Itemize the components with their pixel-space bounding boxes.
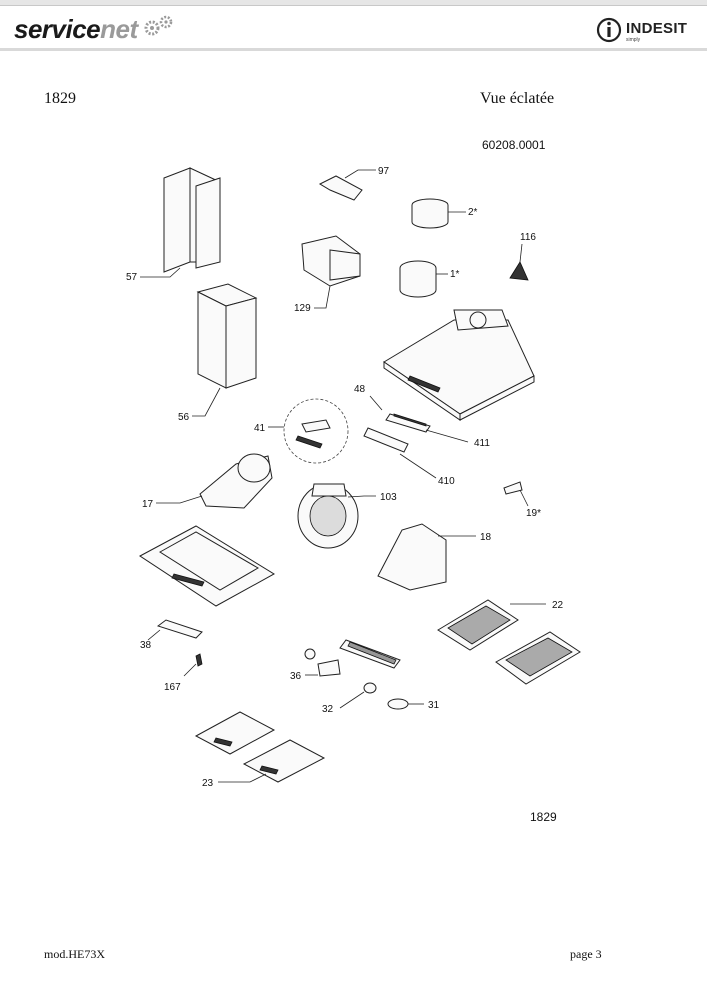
callout-label-48: 48 (354, 384, 366, 395)
callout-label-18: 18 (480, 532, 492, 543)
diagram-reference: 60208.0001 (482, 138, 546, 152)
indesit-logo: INDESIT simply (596, 17, 696, 47)
part-1-collar (399, 260, 448, 298)
callout-label-410: 410 (438, 476, 455, 487)
footer-page-number: page 3 (570, 947, 602, 961)
callout-label-38: 38 (140, 640, 152, 651)
header-bottom-rule (0, 48, 707, 51)
callout-label-41: 41 (254, 423, 266, 434)
callout-label-97: 97 (378, 166, 390, 177)
servicenet-logo-part-b: net (100, 14, 138, 44)
callout-label-116: 116 (520, 232, 536, 243)
callout-label-411: 411 (474, 438, 490, 449)
figure-number: 1829 (530, 810, 557, 824)
part-57-upper-chimney (140, 167, 221, 278)
light-bar (339, 639, 401, 669)
callout-label-167: 167 (164, 682, 181, 693)
callout-label-2: 2* (468, 207, 478, 218)
part-17-plenum (156, 453, 273, 509)
callout-label-56: 56 (178, 412, 190, 423)
part-18-cover (377, 523, 476, 591)
part-129-duct (301, 235, 361, 309)
indesit-logo-mark-icon (596, 17, 622, 43)
callout-label-31: 31 (428, 700, 440, 711)
servicenet-logo: servicenet (14, 14, 176, 48)
indesit-logo-tagline: simply (626, 37, 641, 43)
part-167-screw (183, 653, 203, 677)
indesit-logo-text: INDESIT (626, 20, 688, 37)
page-header: servicenet INDESIT simply (0, 0, 707, 52)
document-number: 1829 (44, 90, 76, 107)
callout-label-19: 19* (526, 508, 541, 519)
footer-model: mod.HE73X (44, 947, 105, 961)
callout-label-57: 57 (126, 272, 138, 283)
hood-canopy (383, 309, 535, 421)
part-103-motor (297, 483, 376, 549)
header-top-rule (0, 0, 707, 6)
callout-label-23: 23 (202, 778, 214, 789)
part-56-lower-chimney (192, 283, 258, 417)
hood-base-panel (139, 525, 275, 607)
part-41-detail (268, 398, 349, 464)
document-title: Vue éclatée (480, 90, 555, 107)
callout-label-1: 1* (450, 269, 460, 280)
part-48-411-switch (369, 395, 469, 443)
part-32-socket (339, 682, 377, 709)
part-97-bracket (318, 169, 376, 201)
part-116-clip (509, 243, 529, 281)
part-36-lamp-holder (304, 648, 341, 677)
part-23-grease-filters (194, 711, 326, 783)
servicenet-logo-part-a: service (14, 14, 101, 44)
callout-label-32: 32 (322, 704, 334, 715)
part-22-carbon-filters (437, 599, 581, 685)
part-410-control (363, 427, 437, 479)
part-2-collar (411, 198, 466, 229)
callout-label-36: 36 (290, 671, 302, 682)
part-19-lamp (503, 481, 529, 507)
callout-label-22: 22 (552, 600, 564, 611)
gear-icon (144, 15, 173, 36)
callout-label-103: 103 (380, 492, 397, 503)
part-31-bulb (387, 698, 424, 710)
callout-label-129: 129 (294, 303, 311, 314)
part-38-light-panel (147, 619, 203, 641)
callout-label-17: 17 (142, 499, 154, 510)
